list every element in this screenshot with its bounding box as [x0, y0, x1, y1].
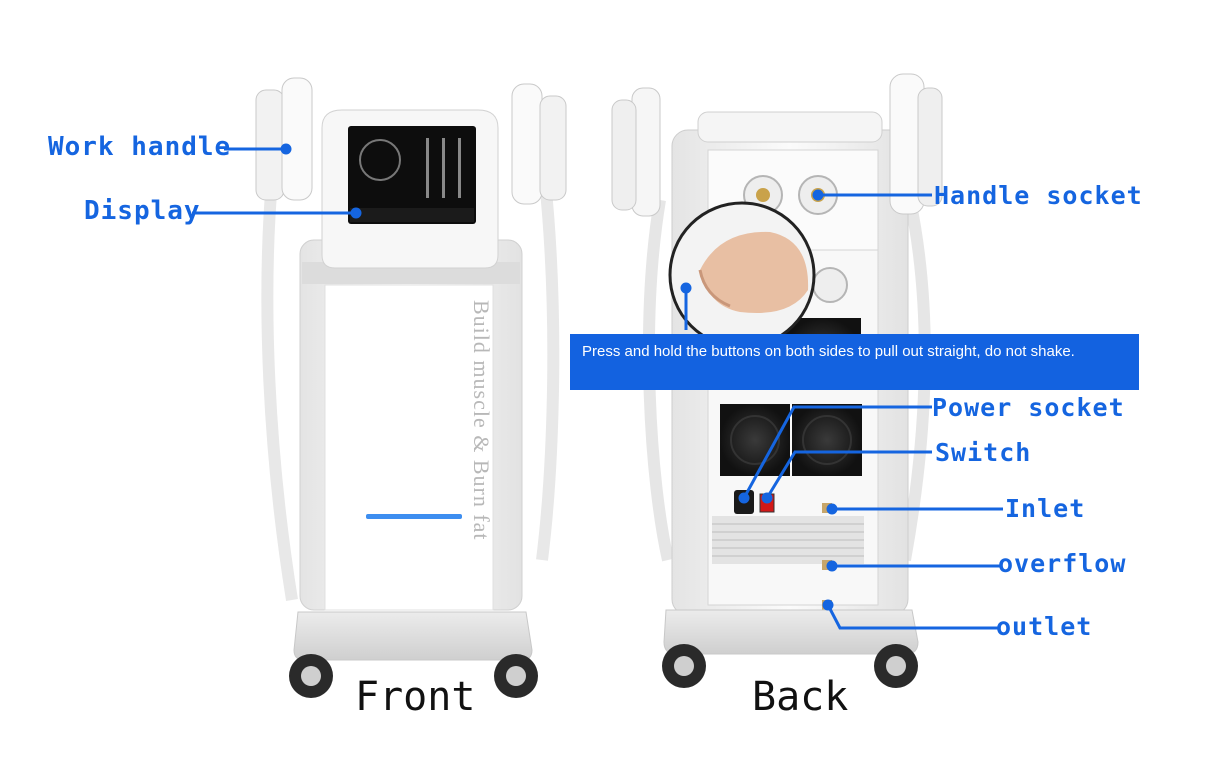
work-handle-left — [255, 77, 313, 201]
label-outlet: outlet — [996, 612, 1093, 641]
handle-removal-zoom — [668, 201, 816, 349]
leader-outlet — [826, 604, 998, 630]
label-work-handle: Work handle — [48, 132, 232, 162]
leader-lines — [192, 143, 1003, 630]
work-handle-right — [511, 83, 567, 205]
label-power-socket: Power socket — [932, 393, 1125, 422]
caption-back: Back — [752, 674, 849, 720]
caption-front: Front — [355, 674, 476, 720]
label-inlet: Inlet — [1005, 494, 1086, 523]
leader-power-socket — [742, 405, 932, 499]
label-overflow: overflow — [998, 549, 1127, 578]
leader-switch — [765, 450, 932, 499]
label-display: Display — [84, 196, 201, 226]
label-handle-socket: Handle socket — [934, 181, 1143, 210]
front-machine — [255, 77, 567, 698]
machine-print-text: Build muscle & Burn fat — [469, 300, 494, 541]
label-switch: Switch — [935, 438, 1032, 467]
instruction-note: Press and hold the buttons on both sides… — [570, 334, 1139, 390]
